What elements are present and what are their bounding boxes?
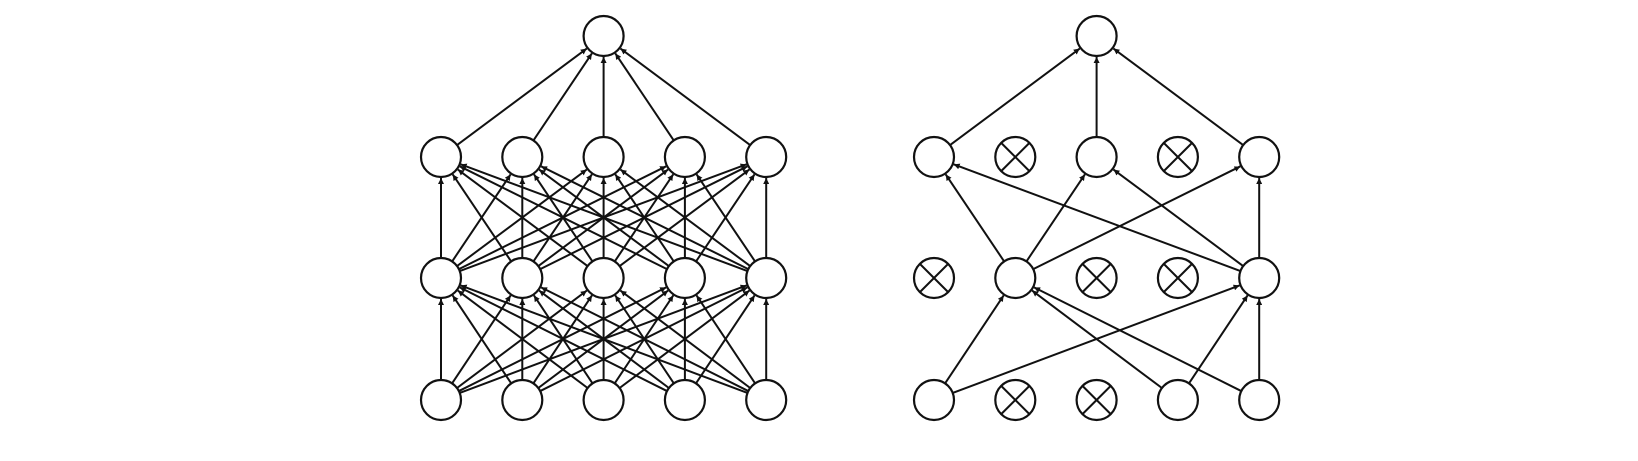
neuron [419, 378, 463, 422]
neuron [745, 256, 788, 300]
neuron-circle [745, 135, 788, 179]
connection-arrow [457, 168, 589, 267]
neuron [994, 256, 1037, 300]
cross-icon [1081, 263, 1112, 293]
dropped-neuron [1075, 256, 1118, 300]
neuron-circle [1075, 135, 1118, 179]
neuron [582, 135, 625, 179]
neuron [1075, 135, 1118, 179]
neuron-circle [501, 378, 544, 422]
neuron-circle [1238, 135, 1281, 179]
connection-arrow [532, 52, 593, 141]
neuron-circle [994, 256, 1037, 300]
connection-arrow [953, 163, 1241, 272]
connection-arrow [614, 52, 675, 141]
neuron [582, 378, 625, 422]
connections [438, 47, 770, 394]
connection-arrow [1031, 289, 1163, 389]
connection-arrow [451, 294, 513, 384]
neuron-circle [663, 135, 707, 179]
neuron [745, 135, 788, 179]
neuron-circle [1075, 14, 1118, 58]
neuron [745, 378, 788, 422]
dropout-neural-net [912, 14, 1281, 422]
connection-arrow [944, 294, 1005, 384]
neuron-circle [419, 378, 463, 422]
neuron-circle [419, 256, 463, 300]
connection-arrow [460, 163, 748, 272]
connection-arrow [619, 168, 751, 267]
connection-arrow [944, 173, 1005, 262]
neuron-circle [745, 378, 788, 422]
connection-arrow [451, 173, 512, 262]
connection-arrow [1032, 165, 1241, 271]
connection-arrow [619, 289, 751, 389]
connection-arrow [1025, 173, 1086, 262]
neuron [663, 378, 707, 422]
connection-arrow [540, 165, 749, 271]
neuron-circle [912, 135, 956, 179]
neuron-circle [582, 378, 625, 422]
cross-icon [1000, 142, 1031, 172]
connection-arrow [949, 47, 1081, 146]
neuron [501, 256, 544, 300]
neuron-circle [582, 14, 625, 58]
neuron-circle [419, 135, 463, 179]
connection-arrow [1112, 168, 1244, 267]
dropped-neuron [994, 135, 1037, 179]
neuron [419, 135, 463, 179]
output-neuron [582, 14, 625, 58]
neuron-circle [745, 256, 788, 300]
dropped-neuron [1075, 378, 1118, 422]
dropped-neuron [1156, 135, 1200, 179]
neuron [1238, 135, 1281, 179]
neuron [663, 135, 707, 179]
neuron [501, 135, 544, 179]
neuron [663, 256, 707, 300]
dropped-neuron [994, 378, 1037, 422]
connection-arrow [459, 286, 668, 392]
cross-icon [1000, 385, 1031, 415]
connection-arrow [460, 284, 748, 394]
connection-arrow [456, 47, 588, 146]
connection-arrow [619, 47, 751, 146]
neuron-circle [1238, 378, 1281, 422]
connection-arrow [1112, 47, 1244, 146]
cross-icon [1163, 142, 1193, 172]
neuron [419, 256, 463, 300]
dropped-neuron [1156, 256, 1200, 300]
connection-arrow [540, 286, 749, 392]
neuron-circle [501, 256, 544, 300]
neurons [419, 14, 788, 422]
neuron [1238, 256, 1281, 300]
dropped-neuron [912, 256, 956, 300]
neuron-circle [663, 378, 707, 422]
neuron-circle [1238, 256, 1281, 300]
neuron [912, 135, 956, 179]
cross-icon [919, 263, 949, 293]
connection-arrow [1033, 286, 1242, 392]
connection-arrow [459, 165, 668, 271]
neuron-circle [501, 135, 544, 179]
standard-neural-net [419, 14, 788, 422]
cross-icon [1163, 263, 1193, 293]
neuron-circle [582, 256, 625, 300]
neuron [501, 378, 544, 422]
neurons [912, 14, 1281, 422]
neuron [1156, 378, 1200, 422]
neuron-circle [1156, 378, 1200, 422]
output-neuron [1075, 14, 1118, 58]
connection-arrow [457, 289, 589, 389]
neuron-circle [663, 256, 707, 300]
neuron [1238, 378, 1281, 422]
neuron [912, 378, 956, 422]
connections [944, 47, 1263, 394]
cross-icon [1081, 385, 1112, 415]
neuron-circle [912, 378, 956, 422]
connection-arrow [695, 294, 756, 384]
neuron [582, 256, 625, 300]
neuron-circle [582, 135, 625, 179]
connection-arrow [695, 173, 756, 262]
